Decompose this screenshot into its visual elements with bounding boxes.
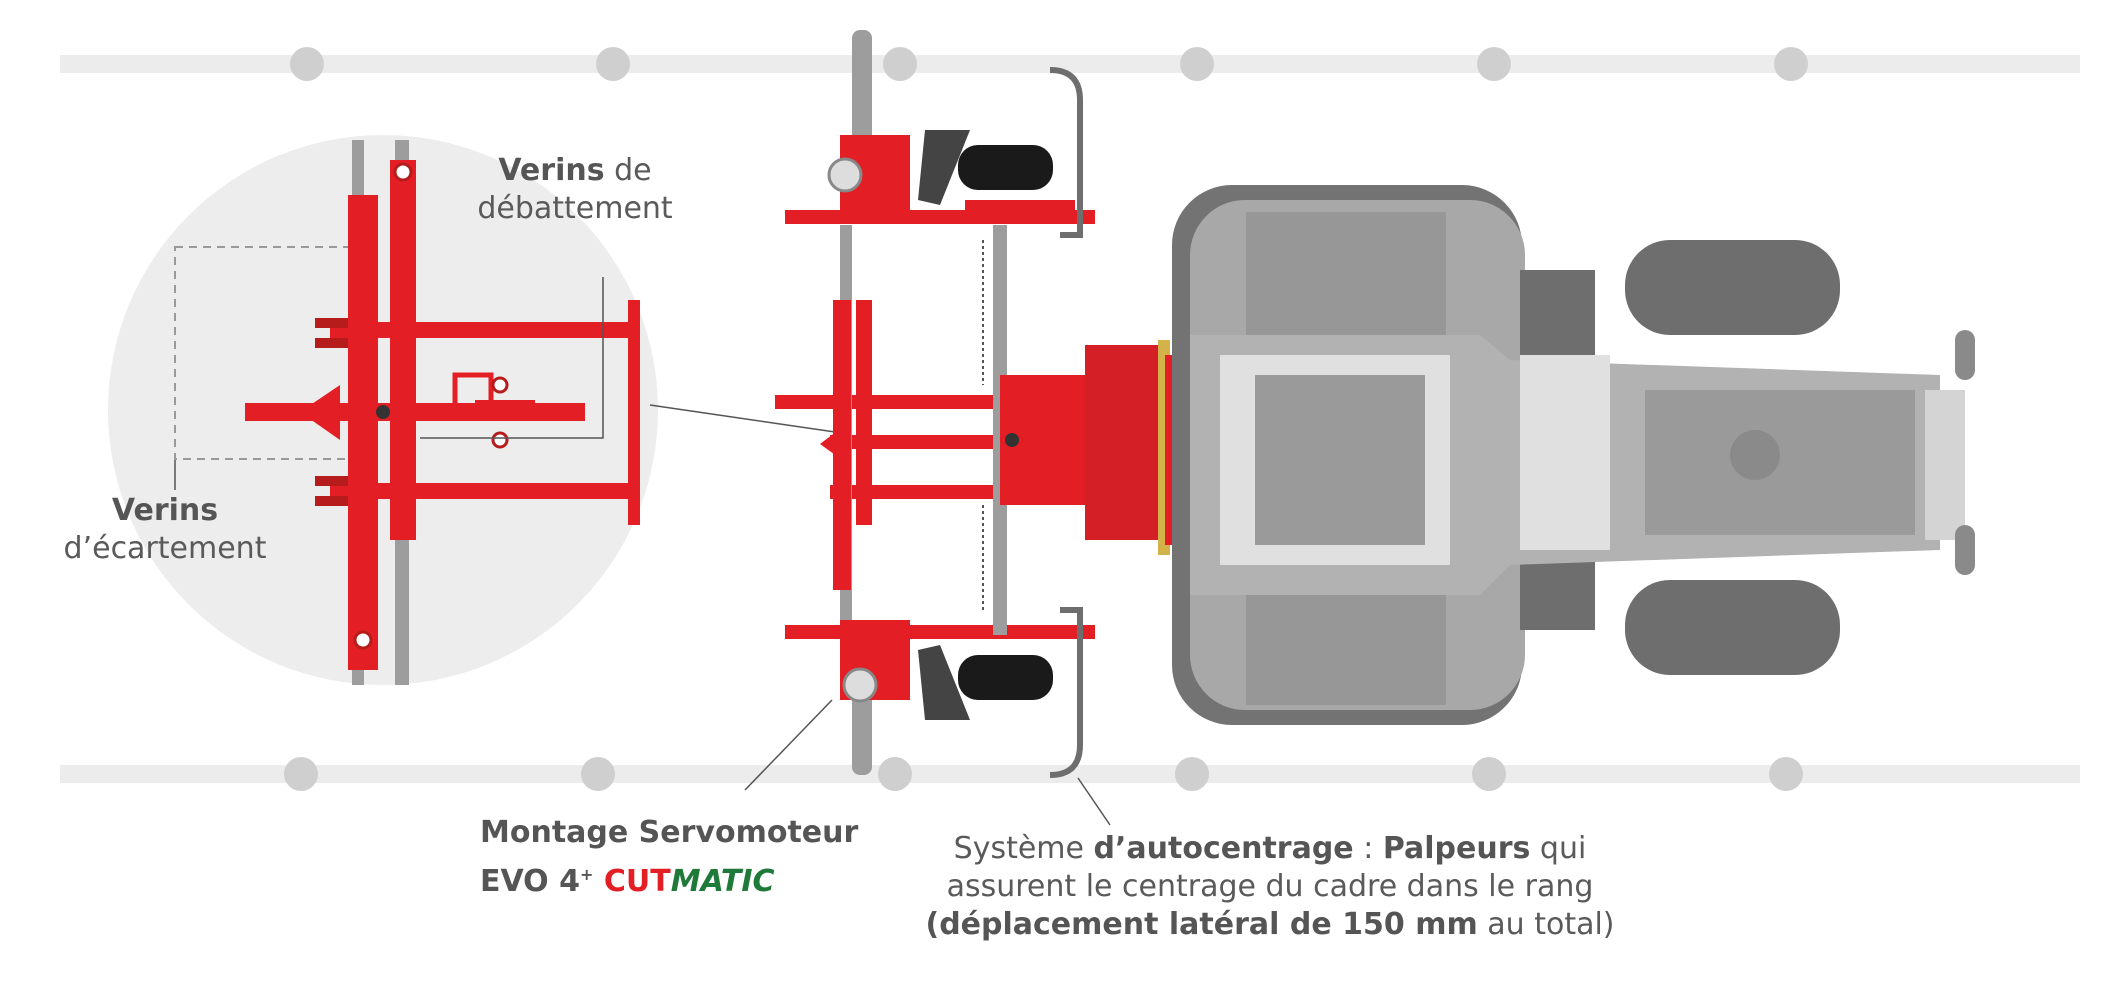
leader-lines [174,277,1111,826]
brand-cut: CUT [603,864,671,899]
label-autocentrage: Système d’autocentrage : Palpeurs qui as… [860,830,1680,944]
servo-sup: + [580,865,594,884]
auto-mid: : [1353,831,1383,866]
auto-b1: d’autocentrage [1093,831,1354,866]
servo-evo: EVO 4 [480,864,581,899]
vine-row-bottom [60,757,2080,791]
label-rest: de [604,153,652,188]
label-verins-debattement: Verins de débattement [455,152,695,228]
label-verins-ecartement: Verins d’écartement [40,492,290,568]
auto-b3: (déplacement latéral de 150 mm [925,907,1478,942]
zoom-detail [108,135,658,685]
auto-end: au total) [1477,907,1615,942]
label-bold: Verins [498,153,605,188]
auto-pre: Système [953,831,1094,866]
servo-line1: Montage Servomoteur [480,815,859,850]
auto-post: qui [1530,831,1587,866]
auto-b2: Palpeurs [1382,831,1531,866]
label-rest: d’écartement [63,531,267,566]
label-servomoteur: Montage Servomoteur EVO 4+ CUTMATIC [480,812,858,903]
label-bold: Verins [111,493,219,528]
auto-line2: assurent le centrage du cadre dans le ra… [946,869,1594,904]
label-rest2: débattement [477,191,673,226]
brand-matic: MATIC [670,864,775,899]
implement [775,30,1173,778]
tractor [1172,185,1975,725]
vine-row-top [60,47,2080,81]
